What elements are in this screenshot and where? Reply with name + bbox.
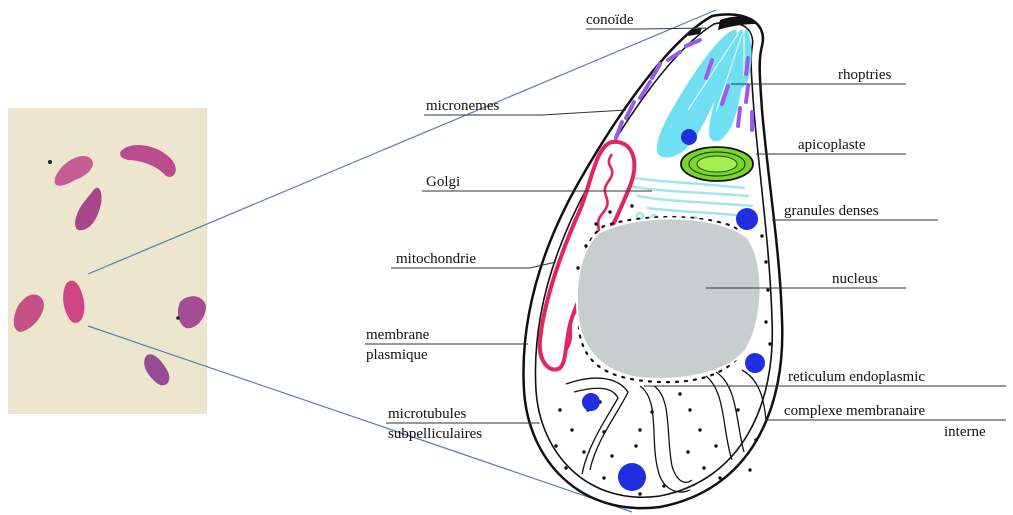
microneme: [746, 58, 748, 74]
apicoplast-core: [697, 156, 737, 172]
label-apicoplaste: apicoplaste: [798, 137, 866, 153]
apicoplast: [681, 147, 753, 181]
label-membrane-2: plasmique: [366, 347, 428, 363]
label-micronemes: micronemes: [426, 98, 499, 114]
micrograph-background: [8, 108, 207, 414]
dense-granule: [736, 208, 758, 230]
dense-granule: [582, 393, 600, 411]
micrograph: [8, 108, 207, 414]
label-reticulum: reticulum endoplasmic: [788, 369, 925, 385]
label-golgi: Golgi: [426, 174, 460, 190]
cell: [523, 14, 782, 508]
label-nucleus: nucleus: [832, 271, 878, 287]
label-microtubules-2: subpelliculaires: [388, 426, 482, 442]
label-complexe-2: interne: [944, 424, 986, 440]
label-conoide: conoïde: [586, 12, 634, 28]
label-rhoptries: rhoptries: [838, 67, 891, 83]
label-membrane-1: membrane: [366, 327, 430, 343]
microneme: [738, 108, 740, 126]
debris-dot: [48, 160, 52, 164]
microneme: [746, 86, 748, 102]
label-microtubules-1: microtubules: [388, 406, 466, 422]
dense-granule: [618, 463, 646, 491]
label-complexe-1: complexe membranaire: [784, 403, 926, 419]
label-granules-denses: granules denses: [784, 203, 879, 219]
label-mitochondrie: mitochondrie: [396, 251, 476, 267]
nucleus: [577, 218, 761, 379]
dense-granule: [681, 129, 697, 145]
dense-granule: [745, 353, 765, 373]
leader-conoide: [586, 28, 706, 29]
debris-dot: [176, 316, 180, 320]
